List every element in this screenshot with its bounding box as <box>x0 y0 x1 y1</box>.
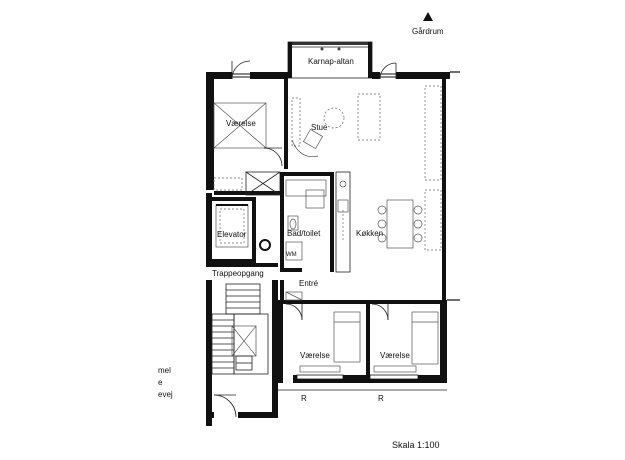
room-label-bad-toilet: Bad/toilet <box>287 229 321 238</box>
interior-walls <box>206 79 443 375</box>
room-label-elevator: Elevator <box>217 230 247 239</box>
staircase <box>211 283 269 375</box>
pipe-icon <box>259 239 271 251</box>
gardrum-label: Gårdrum <box>412 27 444 36</box>
bed-top-room <box>213 102 267 191</box>
room-label-vaerelse-right: Værelse <box>380 351 410 360</box>
room-label-entre: Entré <box>299 279 319 288</box>
cut-label-1: mel <box>158 366 171 375</box>
elevator-cab <box>215 204 249 248</box>
bathroom-fixtures <box>285 179 327 261</box>
cut-label-3: evej <box>158 390 173 399</box>
scale-label: Skala 1:100 <box>392 440 440 450</box>
bed-right-room <box>371 303 439 365</box>
radiator-label-left: R <box>301 394 307 403</box>
room-label-vaerelse-top: Værelse <box>226 119 256 128</box>
door-swings <box>213 60 397 418</box>
stue-furniture <box>291 93 381 157</box>
wm-label: WM <box>286 252 297 258</box>
dining-table <box>377 199 423 249</box>
room-label-vaerelse-left: Værelse <box>300 351 330 360</box>
room-label-stue: Stue <box>311 123 328 132</box>
north-arrow-icon <box>423 12 433 21</box>
cut-label-2: e <box>158 378 163 387</box>
radiator-label-right: R <box>378 394 384 403</box>
karnap-altan-label: Karnap-altan <box>308 57 354 66</box>
bed-left-room <box>285 303 361 363</box>
room-label-kokken: Køkken <box>356 229 383 238</box>
balcony <box>287 41 373 79</box>
kitchen-counter <box>337 180 349 240</box>
windows <box>232 73 419 380</box>
room-label-trappeopgang: Trappeopgang <box>212 269 264 278</box>
